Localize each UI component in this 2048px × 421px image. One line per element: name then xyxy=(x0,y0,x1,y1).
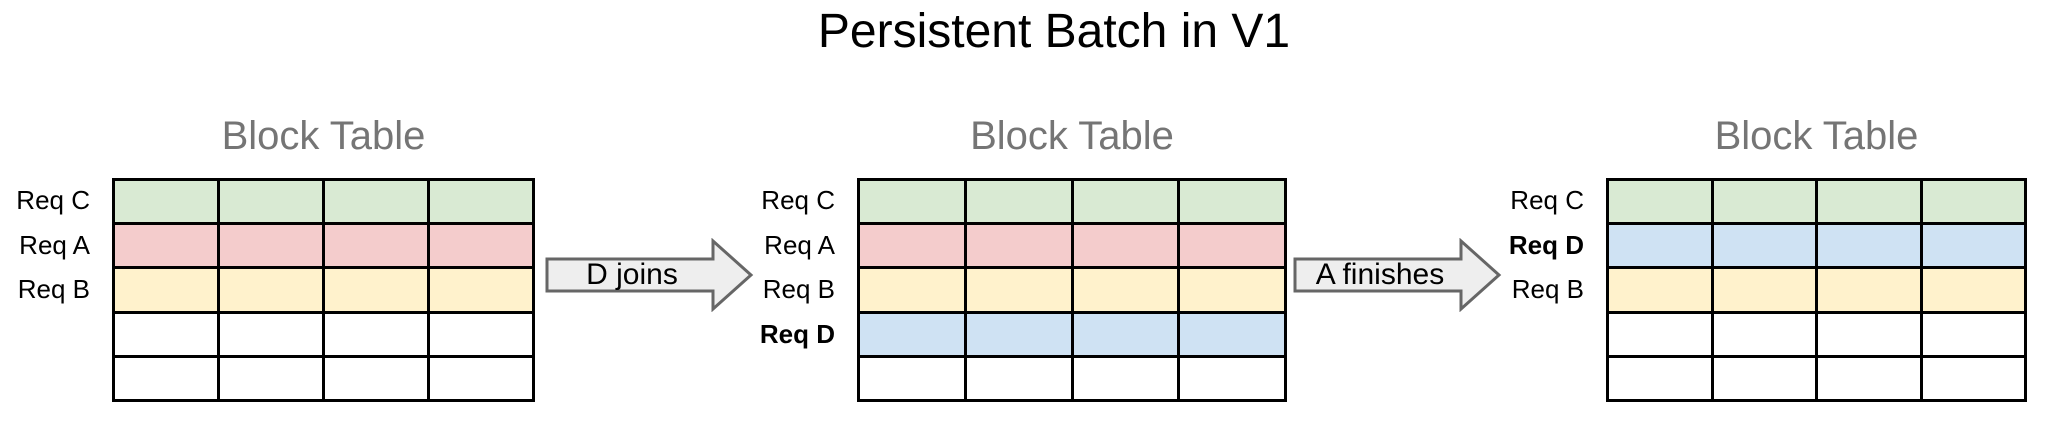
block-cell xyxy=(1609,225,1711,266)
block-cell xyxy=(427,357,532,400)
block-table-row xyxy=(1609,266,2025,311)
block-table-row xyxy=(115,181,532,223)
transition-arrow-a-finishes: A finishes xyxy=(1293,238,1503,312)
row-label-req-b: Req B xyxy=(1511,274,1584,305)
block-cell xyxy=(963,225,1071,267)
block-cell xyxy=(427,313,532,355)
block-cell xyxy=(1177,181,1284,223)
block-cell xyxy=(1710,269,1816,311)
block-cell xyxy=(427,225,532,267)
block-cell xyxy=(1609,269,1711,310)
block-cell xyxy=(1609,181,1711,222)
block-cell xyxy=(1070,357,1178,400)
block-table-row xyxy=(1609,222,2025,267)
block-cell xyxy=(1177,225,1284,267)
transition-arrow-d-joins: D joins xyxy=(545,238,755,312)
block-cell xyxy=(322,225,427,267)
block-cell xyxy=(1919,313,2025,355)
block-table-row xyxy=(1609,181,2025,223)
block-table xyxy=(1606,178,2027,402)
block-cell xyxy=(427,181,532,223)
block-cell xyxy=(1177,313,1284,355)
block-cell xyxy=(217,181,322,223)
block-table-heading: Block Table xyxy=(970,114,1174,158)
arrow-label-d-joins: D joins xyxy=(586,258,678,291)
block-cell xyxy=(1710,225,1816,267)
block-table-heading: Block Table xyxy=(1714,114,1919,158)
block-cell xyxy=(1177,357,1284,400)
block-cell xyxy=(427,269,532,311)
block-cell xyxy=(115,314,217,355)
arrow-label-a-finishes: A finishes xyxy=(1315,258,1445,291)
block-cell xyxy=(115,358,217,399)
block-cell xyxy=(963,269,1071,311)
row-label-req-a: Req A xyxy=(19,229,90,260)
block-cell xyxy=(115,181,217,222)
block-cell xyxy=(217,269,322,311)
block-table-row xyxy=(860,222,1284,267)
block-cell xyxy=(860,269,964,310)
block-cell xyxy=(1609,358,1711,399)
block-cell xyxy=(860,314,964,355)
row-label-req-d: Req D xyxy=(1508,229,1584,260)
block-cell xyxy=(1815,313,1920,355)
block-cell xyxy=(1815,269,1920,311)
block-cell xyxy=(1919,269,2025,311)
block-cell xyxy=(217,313,322,355)
block-cell xyxy=(1919,181,2025,223)
block-cell xyxy=(1070,225,1178,267)
block-cell xyxy=(217,357,322,400)
block-cell xyxy=(1919,225,2025,267)
block-cell xyxy=(1710,313,1816,355)
block-table-row xyxy=(115,222,532,267)
block-table xyxy=(857,178,1287,402)
block-cell xyxy=(963,181,1071,223)
page-title: Persistent Batch in V1 xyxy=(817,5,1291,58)
block-cell xyxy=(322,357,427,400)
row-label-req-b: Req B xyxy=(17,274,90,305)
block-table-row xyxy=(860,310,1284,355)
block-cell xyxy=(217,225,322,267)
block-cell xyxy=(1609,314,1711,355)
row-label-req-b: Req B xyxy=(762,274,835,305)
block-table-heading: Block Table xyxy=(221,114,426,158)
block-cell xyxy=(860,358,964,399)
block-cell xyxy=(1815,181,1920,223)
block-table-row xyxy=(1609,310,2025,355)
block-cell xyxy=(1070,313,1178,355)
row-label-req-c: Req C xyxy=(16,184,90,215)
block-cell xyxy=(963,313,1071,355)
block-cell xyxy=(1177,269,1284,311)
block-cell xyxy=(322,313,427,355)
block-cell xyxy=(322,181,427,223)
block-cell xyxy=(1070,181,1178,223)
block-cell xyxy=(115,269,217,310)
block-cell xyxy=(860,181,964,222)
block-table-row xyxy=(115,354,532,400)
block-table xyxy=(112,178,535,402)
row-label-req-d: Req D xyxy=(759,319,835,350)
block-cell xyxy=(860,225,964,266)
right-arrow-icon xyxy=(1293,238,1502,312)
block-table-row xyxy=(860,181,1284,223)
block-cell xyxy=(963,357,1071,400)
block-table-row xyxy=(115,310,532,355)
block-table-row xyxy=(860,266,1284,311)
block-cell xyxy=(1710,357,1816,400)
right-arrow-icon xyxy=(545,238,754,312)
block-table-row xyxy=(1609,354,2025,400)
row-label-req-c: Req C xyxy=(761,184,835,215)
block-cell xyxy=(1710,181,1816,223)
block-cell xyxy=(322,269,427,311)
block-cell xyxy=(1070,269,1178,311)
block-cell xyxy=(1815,357,1920,400)
row-label-req-a: Req A xyxy=(764,229,835,260)
row-label-req-c: Req C xyxy=(1510,184,1584,215)
block-cell xyxy=(115,225,217,266)
block-table-row xyxy=(860,354,1284,400)
block-cell xyxy=(1815,225,1920,267)
block-table-row xyxy=(115,266,532,311)
block-cell xyxy=(1919,357,2025,400)
